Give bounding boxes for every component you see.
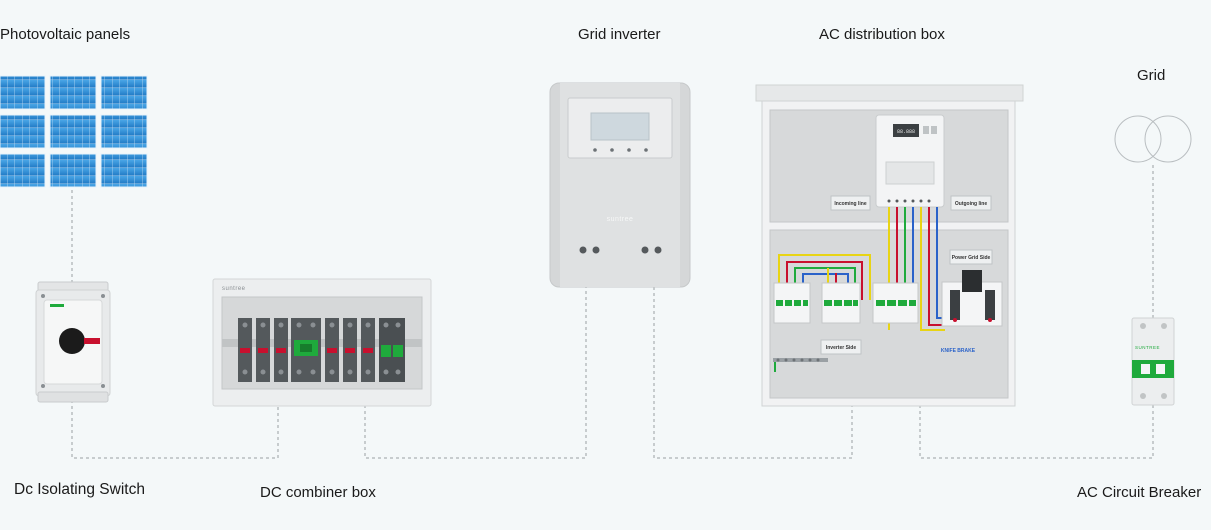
ac-breaker-group-3 xyxy=(872,282,919,324)
inverter-brand: suntree xyxy=(607,216,634,223)
dc-combiner-label: DC combiner box xyxy=(260,484,376,501)
inverter-side-tag: Inverter Side xyxy=(826,345,857,351)
knife-brake-tag: KNIFE BRAKE xyxy=(941,348,976,354)
combiner-to-inverter-line xyxy=(364,287,587,459)
ac-breaker-group-2 xyxy=(821,282,861,324)
meter-display: 88.888 xyxy=(897,129,915,135)
grid-inverter: suntree xyxy=(549,82,691,288)
switch-indicator xyxy=(50,304,64,307)
power-grid-side-tag: Power Grid Side xyxy=(952,255,991,261)
pv-panel xyxy=(100,75,148,110)
pv-panel xyxy=(100,153,148,188)
ac-breaker-group-1 xyxy=(773,282,811,324)
dc-isolating-switch xyxy=(35,281,111,403)
ac-breaker-label: AC Circuit Breaker xyxy=(1077,484,1202,501)
inverter-to-acbox-line xyxy=(653,287,853,459)
inverter-label: Grid inverter xyxy=(578,26,661,43)
outgoing-line-tag: Outgoing line xyxy=(955,201,987,207)
dc-fuse-row xyxy=(238,318,375,382)
acbox-to-breaker-line xyxy=(919,405,1154,459)
connector-lines xyxy=(71,165,1154,459)
inverter-display xyxy=(590,112,650,141)
dc-switch-label: Dc Isolating Switch xyxy=(14,481,145,498)
pv-panel xyxy=(100,114,148,149)
pv-label: Photovoltaic panels xyxy=(0,26,131,43)
dc-combiner-box: suntree xyxy=(212,278,432,407)
breaker-toggle xyxy=(1132,360,1174,378)
switch-to-combiner-line xyxy=(71,400,279,459)
pv-panel xyxy=(49,114,97,149)
incoming-line-tag: Incoming line xyxy=(834,201,866,207)
dc-breaker xyxy=(291,318,321,382)
pv-panel xyxy=(49,75,97,110)
pv-panel-array xyxy=(0,75,148,188)
energy-meter: 88.888 xyxy=(875,114,945,208)
pv-panel xyxy=(0,153,46,188)
ac-box-label: AC distribution box xyxy=(819,26,945,43)
pv-panel xyxy=(49,153,97,188)
ac-distribution-box: 88.888 Incoming line Outgoing line xyxy=(755,84,1024,407)
ac-circuit-breaker: SUNTREE xyxy=(1131,317,1175,406)
surge-protector xyxy=(379,318,405,382)
grid-label: Grid xyxy=(1137,67,1166,84)
breaker-brand: SUNTREE xyxy=(1135,345,1160,350)
combiner-brand: suntree xyxy=(222,286,246,292)
knife-switch xyxy=(941,270,1003,327)
grid-transformer-icon xyxy=(1114,115,1192,163)
pv-panel xyxy=(0,75,46,110)
pv-panel xyxy=(0,114,46,149)
bus-bar xyxy=(773,358,828,372)
